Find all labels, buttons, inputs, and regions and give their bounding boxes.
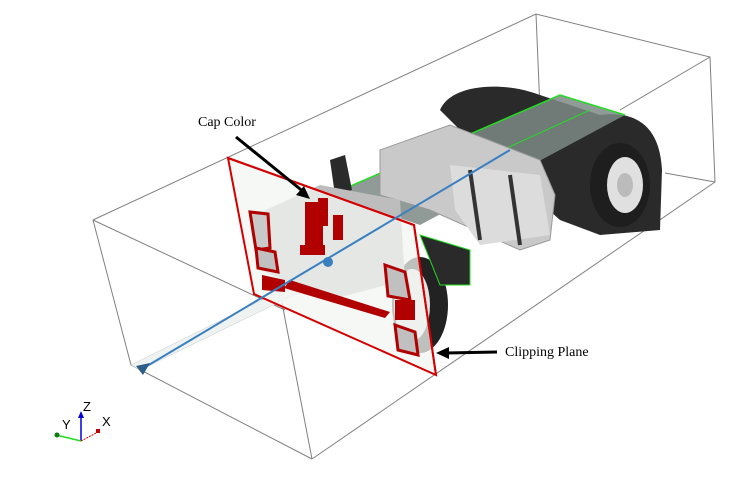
triad-x-label: X <box>102 414 111 429</box>
cap-color-sections <box>248 198 420 357</box>
plane-normal-handle[interactable] <box>136 149 511 375</box>
cap-color-label: Cap Color <box>198 115 256 130</box>
axis-triad <box>54 411 100 442</box>
truck-model[interactable] <box>255 86 662 353</box>
clipping-plane[interactable] <box>226 156 438 377</box>
clipping-plane-label: Clipping Plane <box>505 345 589 360</box>
annotation-arrows <box>235 135 498 359</box>
triad-z-label: Z <box>83 399 91 414</box>
triad-y-label: Y <box>62 417 71 432</box>
